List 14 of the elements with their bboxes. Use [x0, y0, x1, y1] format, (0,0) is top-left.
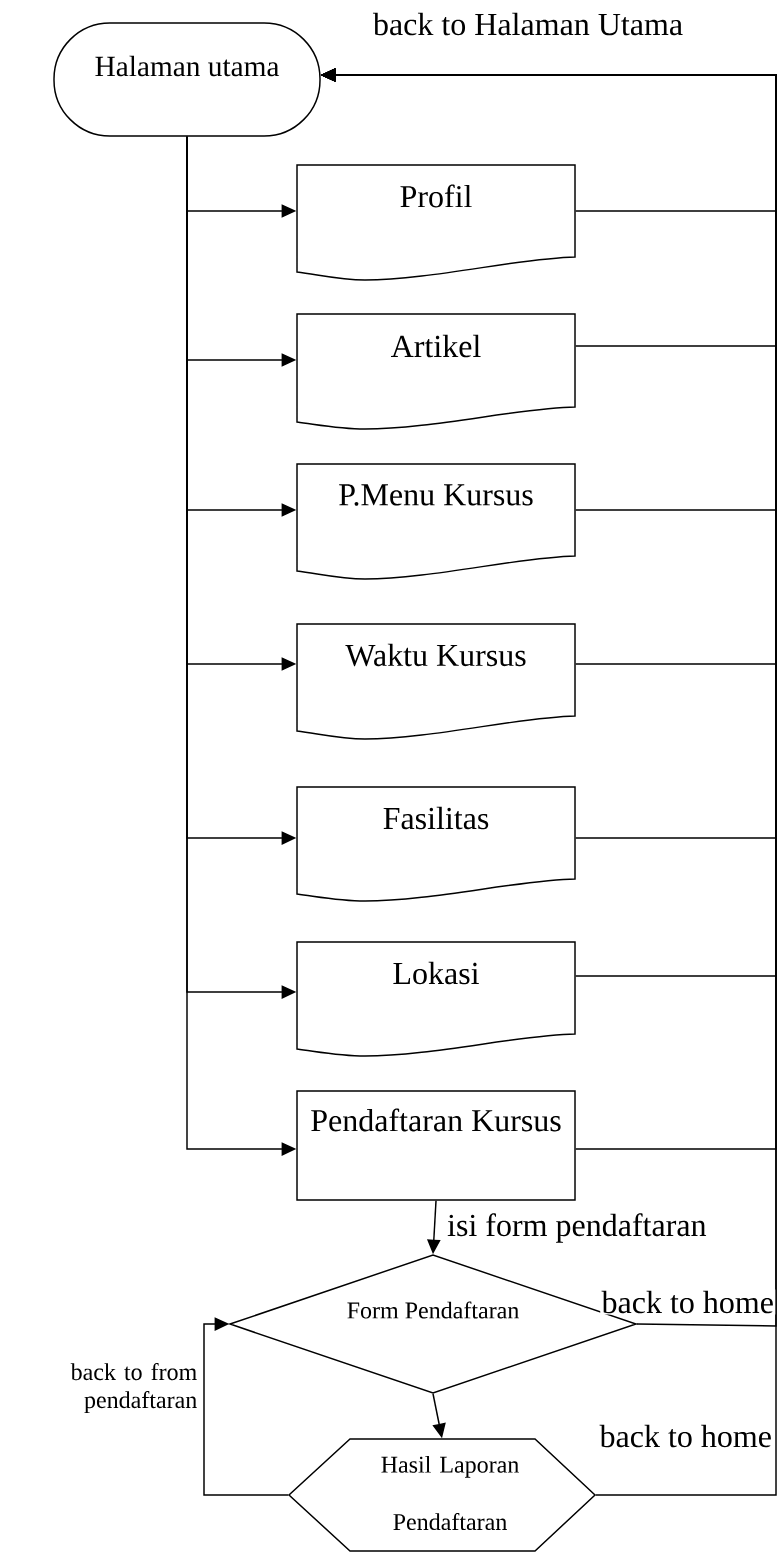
document-box: Profil: [296, 164, 576, 281]
process-box: Pendaftaran Kursus: [296, 1090, 576, 1201]
label: back to Halaman Utama: [372, 12, 683, 36]
terminal-box: Halaman utama: [53, 22, 321, 137]
document-box: P.Menu Kursus: [296, 463, 576, 580]
document-box: Lokasi: [296, 941, 576, 1057]
edge-label: back to home: [599, 1424, 771, 1448]
arrow: [203, 1317, 289, 1496]
document-box: Fasilitas: [296, 786, 576, 902]
edge-label: back to from pendaftaran: [70, 1363, 197, 1413]
edge-label: isi form pendaftaran: [447, 1213, 707, 1243]
document-box: Artikel: [296, 313, 576, 430]
document-box: Waktu Kursus: [296, 623, 576, 740]
edge-label: back to home: [601, 1290, 773, 1314]
